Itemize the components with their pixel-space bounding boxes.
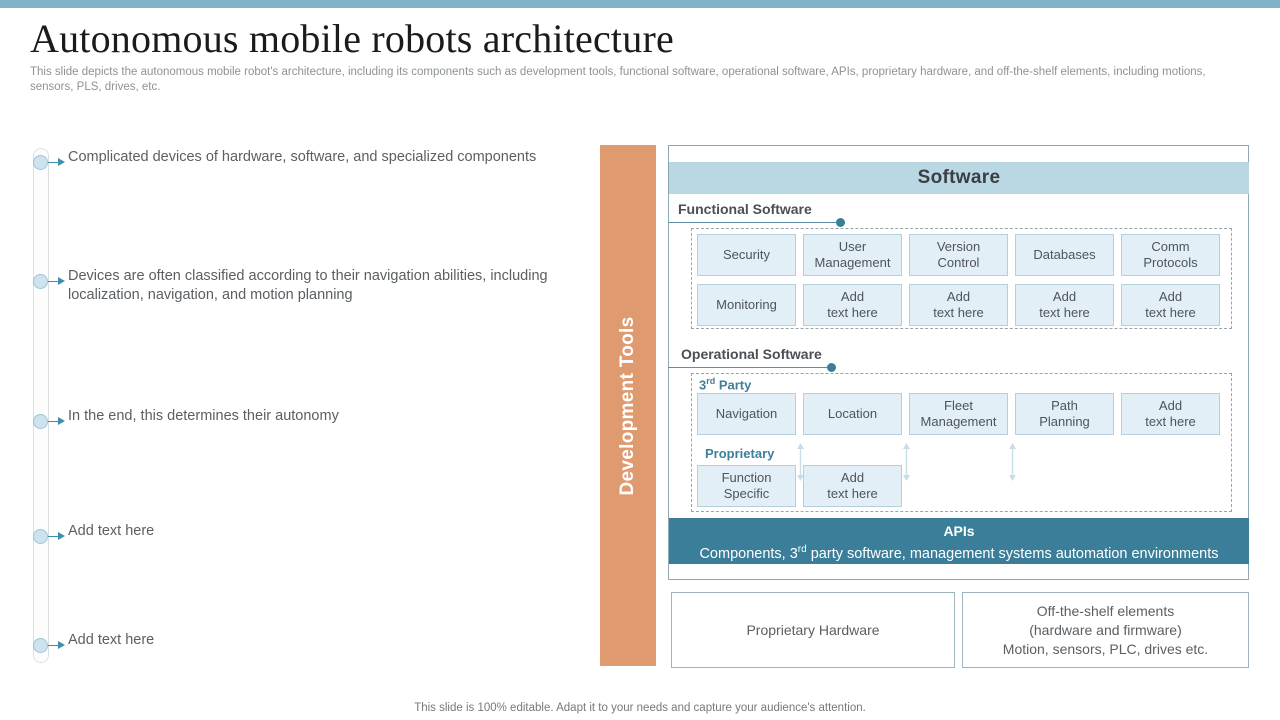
- development-tools-label: Development Tools: [617, 316, 638, 495]
- arrow-right-icon: [48, 277, 65, 285]
- timeline-bullet-icon: [33, 274, 48, 289]
- development-tools-bar[interactable]: Development Tools: [600, 145, 656, 666]
- list-item-label: Complicated devices of hardware, softwar…: [68, 149, 537, 165]
- timeline-bullet-icon: [33, 638, 48, 653]
- functional-software-marker-icon: [836, 218, 845, 227]
- cell-navigation[interactable]: Navigation: [697, 393, 796, 435]
- arrow-right-icon: [48, 532, 65, 540]
- operational-software-group: [691, 373, 1232, 512]
- apis-desc-before: Components, 3: [699, 545, 798, 562]
- proprietary-label: Proprietary: [705, 446, 775, 461]
- operational-software-marker-icon: [827, 363, 836, 372]
- cell-security[interactable]: Security: [697, 234, 796, 276]
- list-item-label: Add text here: [68, 632, 155, 648]
- third-party-label-prefix: 3: [699, 377, 707, 393]
- timeline-bullet-icon: [33, 155, 48, 170]
- apis-description: Components, 3rd party software, manageme…: [669, 540, 1249, 564]
- apis-desc-after: party software, management systems autom…: [806, 545, 1219, 562]
- functional-software-label: Functional Software: [678, 201, 812, 217]
- arrow-right-icon: [48, 641, 65, 649]
- functional-software-group: [691, 228, 1232, 329]
- third-party-label: 3rd Party: [699, 376, 751, 392]
- timeline-bullet-icon: [33, 529, 48, 544]
- arrow-right-icon: [48, 417, 65, 425]
- cell-monitoring[interactable]: Monitoring: [697, 284, 796, 326]
- apis-bar: APIs Components, 3rd party software, man…: [669, 518, 1249, 564]
- timeline-bullet-icon: [33, 414, 48, 429]
- operational-software-label: Operational Software: [681, 346, 822, 362]
- apis-desc-sup: rd: [797, 544, 807, 555]
- list-item-label: Devices are often classified according t…: [68, 268, 548, 303]
- list-item-label: In the end, this determines their autono…: [68, 408, 339, 424]
- double-arrow-vertical-icon-2: [902, 441, 911, 483]
- software-panel: [668, 145, 1249, 580]
- footer-note: This slide is 100% editable. Adapt it to…: [414, 702, 866, 714]
- page-title: Autonomous mobile robots architecture: [30, 16, 674, 61]
- software-panel-title: Software: [669, 162, 1249, 194]
- page-subtitle: This slide depicts the autonomous mobile…: [30, 66, 1206, 93]
- functional-software-rule: [668, 222, 840, 223]
- operational-software-rule: [668, 367, 831, 368]
- third-party-label-sup: rd: [706, 376, 716, 386]
- arrow-right-icon: [48, 158, 65, 166]
- top-accent-bar: [0, 0, 1280, 8]
- cell-location[interactable]: Location: [803, 393, 902, 435]
- list-item-label: Add text here: [68, 523, 155, 539]
- apis-title: APIs: [943, 523, 975, 539]
- timeline-track: [33, 148, 49, 663]
- proprietary-hardware-box[interactable]: Proprietary Hardware: [671, 592, 955, 668]
- off-the-shelf-box[interactable]: Off-the-shelf elements(hardware and firm…: [962, 592, 1249, 668]
- cell-databases[interactable]: Databases: [1015, 234, 1114, 276]
- double-arrow-vertical-icon-1: [796, 441, 805, 483]
- third-party-label-suffix: Party: [715, 377, 752, 393]
- double-arrow-vertical-icon-3: [1008, 441, 1017, 483]
